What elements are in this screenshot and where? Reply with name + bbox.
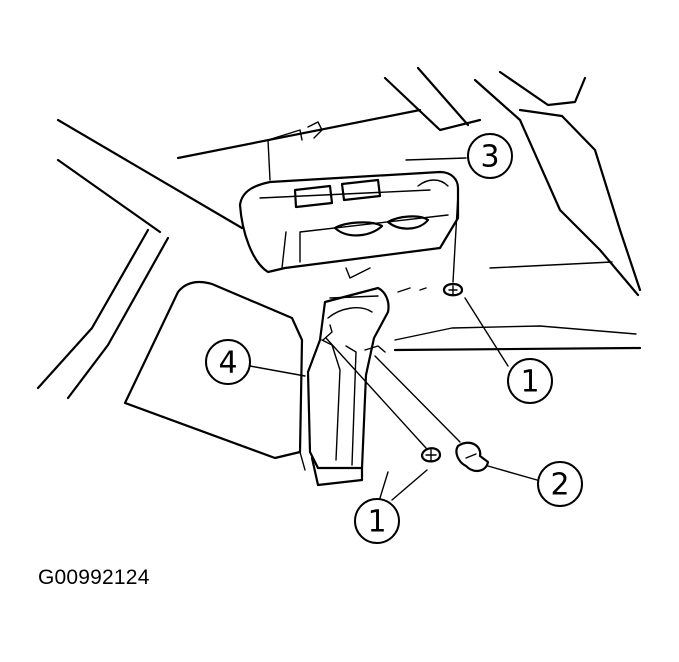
callout-3: 3 — [467, 133, 513, 179]
figure-code: G00992124 — [38, 566, 150, 589]
fastener-screw-garnish — [325, 337, 442, 463]
overhead-console — [238, 121, 460, 293]
fastener-clip — [374, 355, 490, 472]
quarter-trim-panel — [123, 281, 306, 471]
callout-1-garnish-label: 1 — [367, 505, 386, 540]
fastener-screw-console — [442, 193, 464, 297]
callout-4-label: 4 — [218, 346, 237, 381]
callout-2: 2 — [537, 461, 583, 507]
left-pillar-lines — [36, 118, 244, 400]
callout-1-garnish: 1 — [354, 498, 400, 544]
callout-4: 4 — [205, 339, 251, 385]
pillar-garnish — [306, 286, 390, 487]
callout-1-console-label: 1 — [520, 365, 539, 400]
callout-1-console: 1 — [507, 358, 553, 404]
roof-outline — [176, 66, 642, 352]
leader-lines — [249, 157, 538, 501]
callout-2-label: 2 — [550, 468, 569, 503]
callout-3-label: 3 — [480, 140, 499, 175]
